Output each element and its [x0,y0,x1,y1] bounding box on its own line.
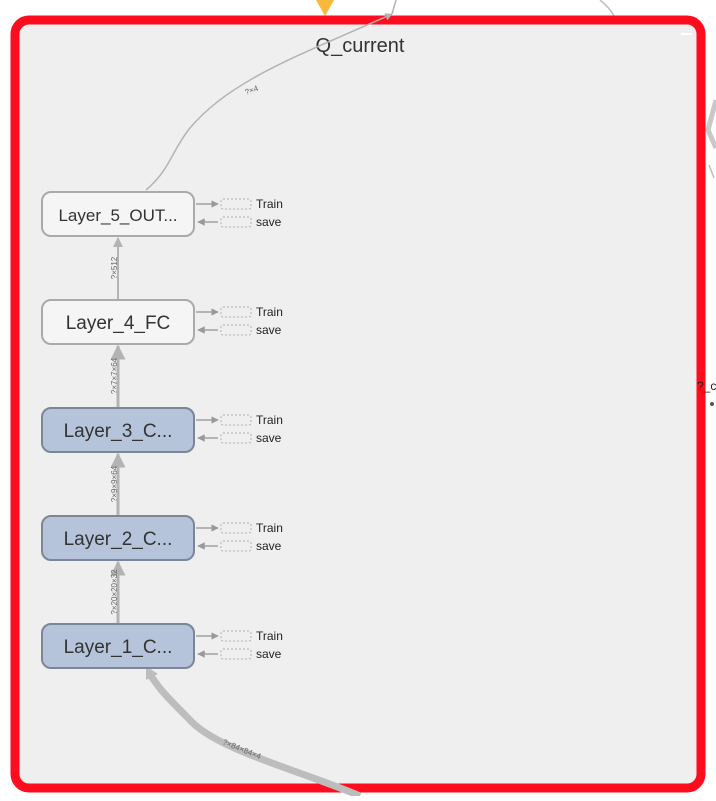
external-edge [599,0,615,17]
edge-arrowhead-icon [146,666,158,680]
side-node-box[interactable] [220,324,252,336]
node-box[interactable] [41,299,195,345]
input-marker-icon[interactable] [316,0,334,16]
edge-label: ?×9×9×64 [110,465,119,502]
node-box[interactable] [41,515,195,561]
side-node-label: Train [256,629,283,643]
side-node-label: save [256,431,282,445]
outside-node-dot [710,402,714,406]
edge-label: ?×512 [110,256,119,279]
node-layer3[interactable]: Layer_3_C... Train save [41,407,283,453]
node-layer4[interactable]: Layer_4_FC Train save [41,299,283,345]
side-node-box[interactable] [220,540,252,552]
node-label: Layer_4_FC [66,313,171,334]
node-layer5[interactable]: Layer_5_OUT... Train save [41,191,283,237]
edge-label: ?×7×7×64 [110,357,119,394]
edge-label: ?×20×20×32 [110,569,119,615]
side-node-box[interactable] [220,306,252,318]
side-node-label: Train [256,521,283,535]
node-box[interactable] [41,623,195,669]
node-label: Layer_3_C... [64,421,173,442]
side-node-box[interactable] [220,414,252,426]
node-label: Layer_5_OUT... [58,206,177,225]
outside-node-fragment: ?_c [697,379,716,393]
edge-layer5-output[interactable] [145,13,393,191]
external-edge [708,164,715,179]
side-node-box[interactable] [220,432,252,444]
side-node-box[interactable] [220,198,252,210]
side-node-label: Train [256,305,283,319]
side-node-box[interactable] [220,522,252,534]
side-node-label: save [256,323,282,337]
side-node-label: Train [256,413,283,427]
node-layer2[interactable]: Layer_2_C... Train save [41,515,283,561]
node-box[interactable] [41,191,195,237]
side-node-label: save [256,647,282,661]
side-node-box[interactable] [220,216,252,228]
group-title: Q_current [316,35,405,57]
edge-input-layer1[interactable] [146,672,362,800]
node-label: Layer_1_C... [64,637,173,658]
node-label: Layer_2_C... [64,529,173,550]
node-box[interactable] [41,407,195,453]
side-node-label: Train [256,197,283,211]
side-node-label: save [256,539,282,553]
side-node-box[interactable] [220,648,252,660]
external-edge [391,0,397,15]
node-layer1[interactable]: Layer_1_C... Train save [41,623,283,669]
external-edge [705,99,716,150]
side-node-box[interactable] [220,630,252,642]
side-node-label: save [256,215,282,229]
